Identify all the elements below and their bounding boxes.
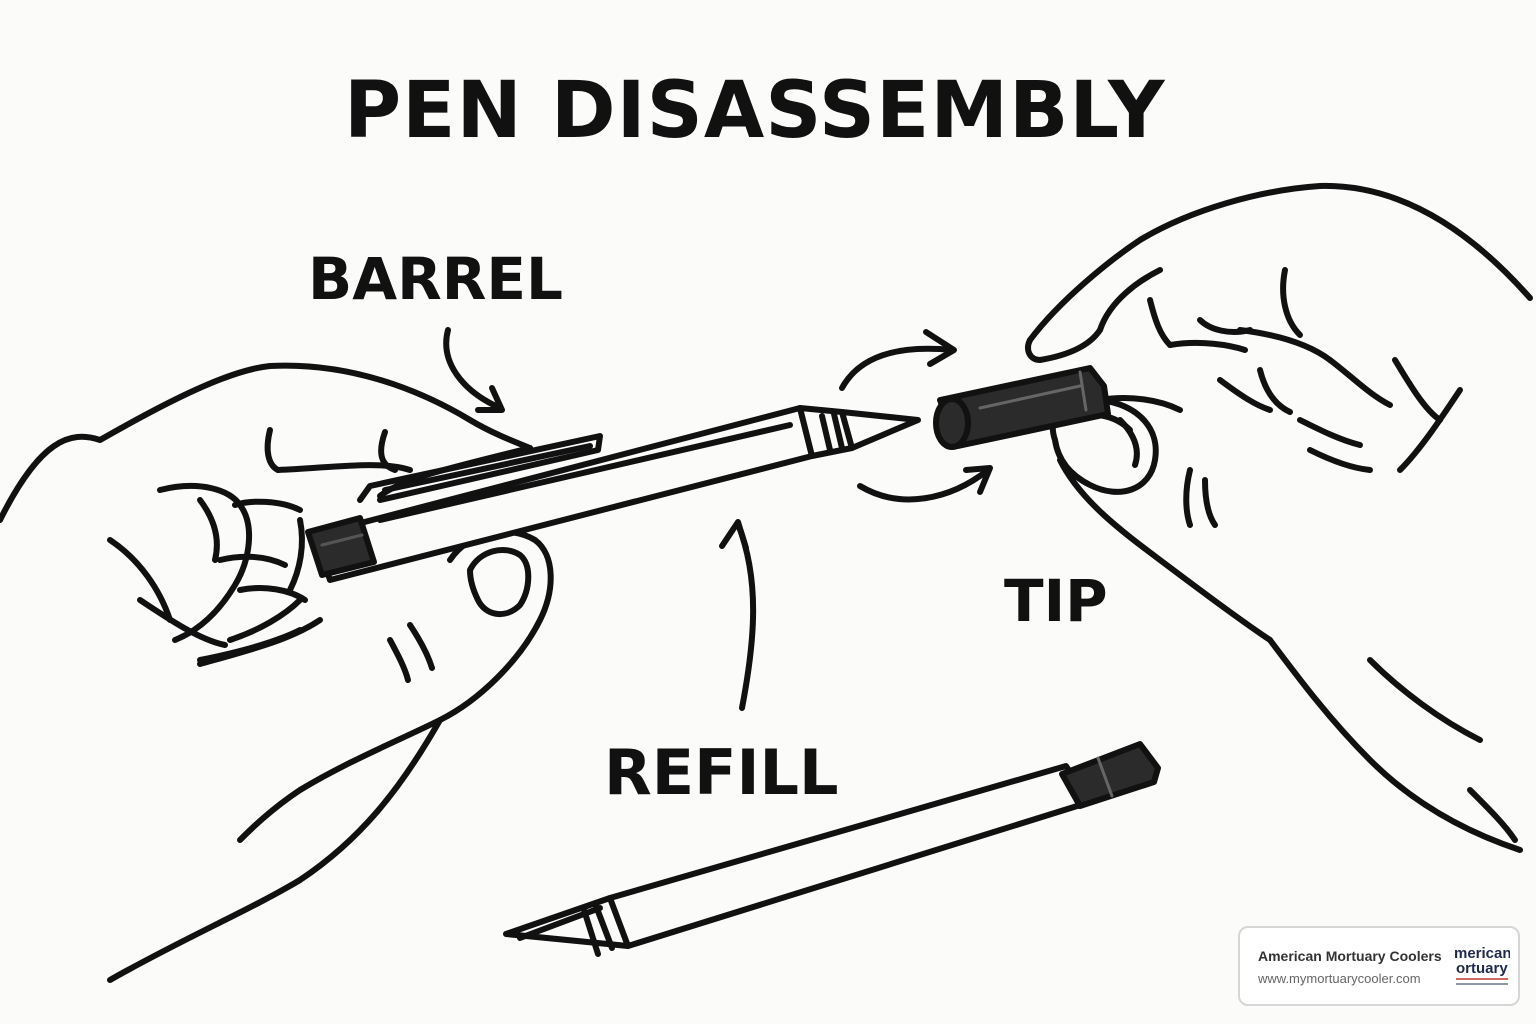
watermark-name: American Mortuary Coolers — [1258, 948, 1442, 964]
svg-text:merican: merican — [1454, 945, 1510, 962]
refill — [503, 741, 1161, 957]
right-hand — [1025, 182, 1533, 853]
pen-barrel — [305, 405, 921, 583]
page-title: PEN DISASSEMBLY — [344, 66, 1166, 156]
watermark-badge[interactable]: American Mortuary Coolers www.mymortuary… — [1238, 926, 1520, 1006]
tip-cap — [933, 365, 1111, 450]
barrel-label: BARREL — [308, 245, 563, 313]
tip-label: TIP — [1004, 567, 1108, 635]
watermark-url[interactable]: www.mymortuarycooler.com — [1258, 971, 1421, 986]
refill-label: REFILL — [604, 736, 839, 809]
left-hand — [0, 362, 554, 983]
rotation-arrows — [839, 329, 993, 503]
barrel-arrow — [443, 327, 505, 413]
company-logo: merican ortuary — [1454, 945, 1510, 985]
svg-text:ortuary: ortuary — [1456, 960, 1508, 977]
refill-arrow — [719, 519, 757, 711]
